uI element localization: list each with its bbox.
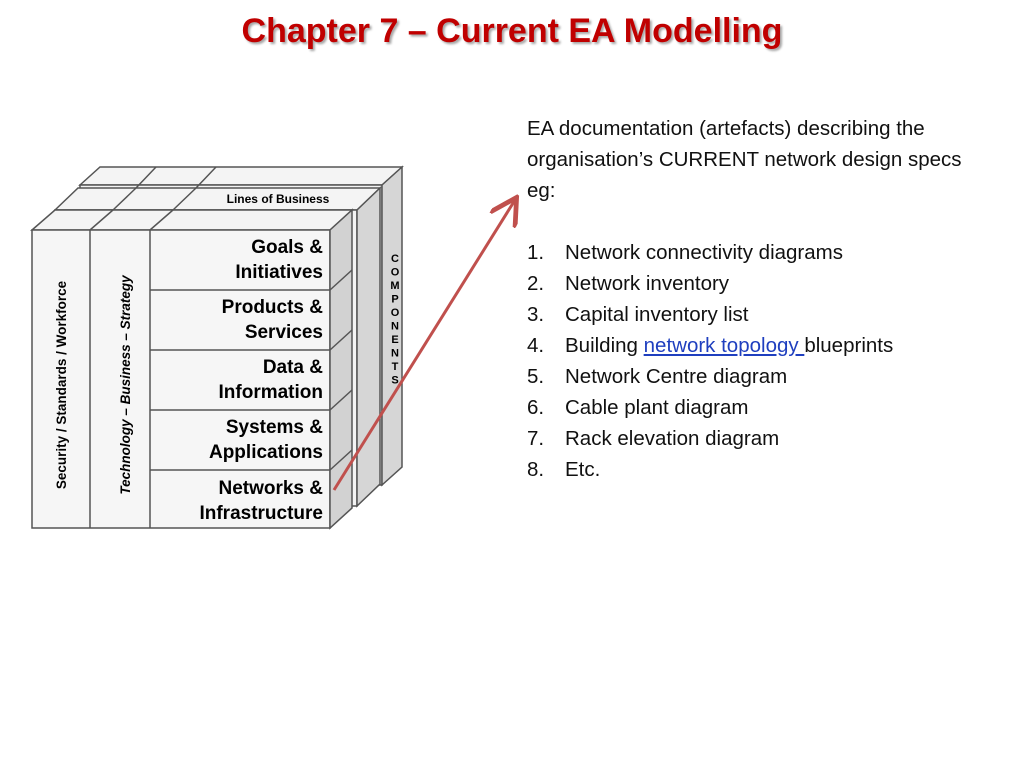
components-letter: N xyxy=(391,348,399,360)
list-item-text: Capital inventory list xyxy=(565,303,749,326)
components-letter: O xyxy=(391,267,400,279)
list-item-text: Building network topology blueprints xyxy=(565,330,893,361)
list-item: 1. Network connectivity diagrams xyxy=(527,237,1017,268)
cube-front-face xyxy=(29,166,354,530)
artefact-list: 1. Network connectivity diagrams 2. Networ… xyxy=(527,237,1017,485)
list-item: 6. Cable plant diagram xyxy=(527,392,1017,423)
components-letter: C xyxy=(391,253,399,265)
components-letter: T xyxy=(392,361,399,373)
list-item-text: Network connectivity diagrams xyxy=(565,241,843,264)
list-item: 5. Network Centre diagram xyxy=(527,361,1017,392)
components-letter: E xyxy=(391,334,398,346)
list-item: 8. Etc. xyxy=(527,454,1017,485)
row-label-products: Products & xyxy=(222,297,324,318)
row-label-data: Data & xyxy=(263,357,323,378)
slide-title: Chapter 7 – Current EA Modelling xyxy=(241,12,783,50)
list-item: 3. Capital inventory list xyxy=(527,299,1017,330)
row-label-networks-2: Infrastructure xyxy=(199,503,323,524)
list-item-text: Etc. xyxy=(565,458,601,481)
list-item-text: Network Centre diagram xyxy=(565,365,788,388)
list-number: 6. xyxy=(527,396,545,419)
intro-line-2: organisation’s CURRENT network design sp… xyxy=(527,148,962,171)
list-number: 2. xyxy=(527,272,545,295)
cube-row-labels: Goals & Initiatives Products & Services … xyxy=(199,237,323,524)
row-label-data-2: Information xyxy=(219,382,324,403)
list-number: 5. xyxy=(527,365,545,388)
list-item: 7. Rack elevation diagram xyxy=(527,423,1017,454)
list-item-text: Rack elevation diagram xyxy=(565,427,780,450)
row-label-systems-2: Applications xyxy=(209,442,323,463)
list-number: 7. xyxy=(527,427,545,450)
list-item: 4. Building network topology blueprints xyxy=(527,330,1017,361)
list-item: 2. Network inventory xyxy=(527,268,1017,299)
cube-left-axis-label-2: Technology – Business – Strategy xyxy=(118,274,133,495)
components-letter: S xyxy=(391,375,398,387)
row-label-systems: Systems & xyxy=(226,417,323,438)
intro-paragraph: EA documentation (artefacts) describing … xyxy=(527,113,1017,206)
list-number: 1. xyxy=(527,241,545,264)
pointer-arrow xyxy=(332,200,515,491)
components-letter: N xyxy=(391,321,399,333)
list-item-pre: Building xyxy=(565,334,644,357)
cube-top-label: Lines of Business xyxy=(227,192,330,206)
network-topology-link[interactable]: network topology xyxy=(643,334,805,357)
list-number: 3. xyxy=(527,303,545,326)
list-number: 8. xyxy=(527,458,545,481)
list-item-post: blueprints xyxy=(804,334,894,357)
list-item-text: Network inventory xyxy=(565,272,730,295)
intro-line-1: EA documentation (artefacts) describing … xyxy=(527,117,925,140)
components-letter: M xyxy=(390,280,399,292)
components-letter: O xyxy=(391,307,400,319)
row-label-goals-2: Initiatives xyxy=(235,262,323,283)
components-letter: P xyxy=(391,294,398,306)
list-number: 4. xyxy=(527,334,545,357)
intro-line-3: eg: xyxy=(527,179,556,202)
cube-left-axis-label-1: Security / Standards / Workforce xyxy=(54,280,69,489)
list-item-text: Cable plant diagram xyxy=(565,396,749,419)
row-label-goals: Goals & xyxy=(251,237,323,258)
row-label-products-2: Services xyxy=(245,322,323,343)
artefacts-text-panel: EA documentation (artefacts) describing … xyxy=(527,113,1017,485)
row-label-networks: Networks & xyxy=(218,478,323,499)
